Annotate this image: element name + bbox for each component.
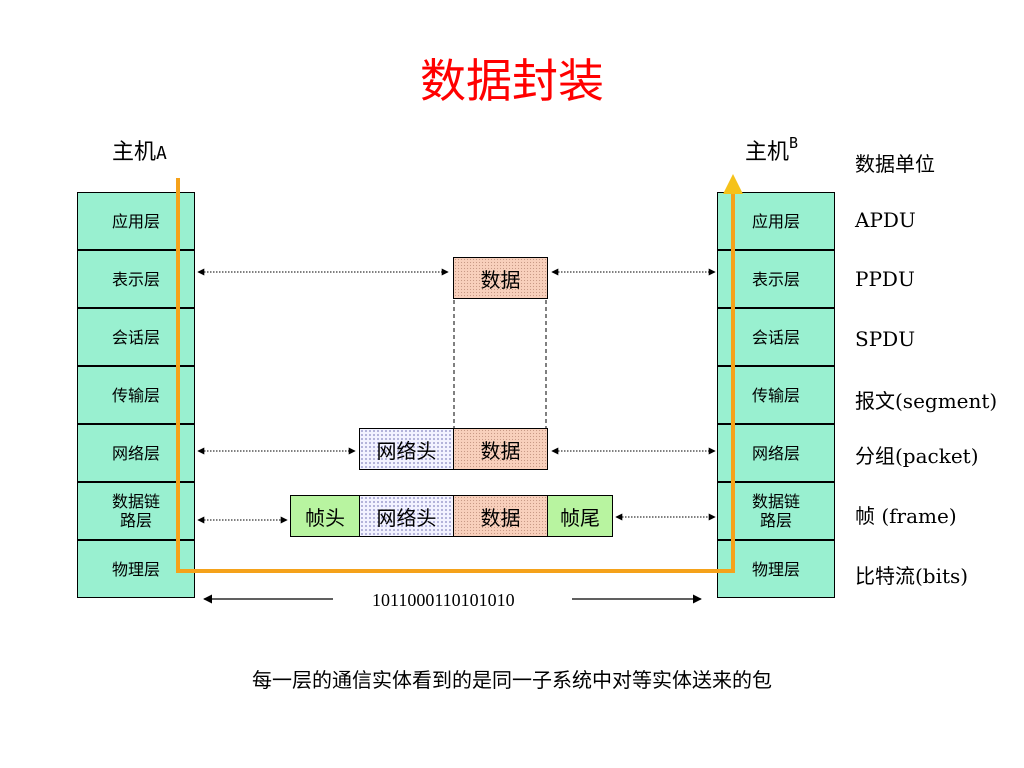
frame-trailer-box: 帧尾 (547, 495, 613, 537)
unit-packet: 分组(packet) (855, 444, 979, 468)
datalink-network-header-box: 网络头 (359, 495, 454, 537)
host-b-layer-datalink: 数据链 路层 (717, 482, 835, 540)
host-b-layer-transport: 传输层 (717, 366, 835, 424)
host-a-layer-session: 会话层 (77, 308, 195, 366)
network-data-box: 数据 (453, 428, 548, 470)
host-b-layer-session: 会话层 (717, 308, 835, 366)
unit-spdu: SPDU (855, 327, 916, 351)
host-b-text: 主机 (745, 140, 790, 165)
frame-header-box: 帧头 (290, 495, 360, 537)
host-a-stack: 应用层 表示层 会话层 传输层 网络层 数据链 路层 物理层 (77, 192, 195, 598)
host-b-layer-network: 网络层 (717, 424, 835, 482)
unit-bits: 比特流(bits) (855, 564, 969, 588)
data-path-line (176, 174, 743, 573)
unit-segment: 报文(segment) (855, 389, 998, 413)
caption: 每一层的通信实体看到的是同一子系统中对等实体送来的包 (252, 668, 772, 692)
host-b-layer-presentation: 表示层 (717, 250, 835, 308)
host-b-layer-physical: 物理层 (717, 540, 835, 598)
host-b-stack: 应用层 表示层 会话层 传输层 网络层 数据链 路层 物理层 (717, 192, 835, 598)
unit-frame: 帧 (frame) (855, 504, 957, 528)
presentation-data-box: 数据 (453, 257, 548, 299)
host-a-layer-application: 应用层 (77, 192, 195, 250)
host-a-layer-network: 网络层 (77, 424, 195, 482)
host-b-letter: B (789, 134, 799, 152)
datalink-data-box: 数据 (453, 495, 548, 537)
host-b-label: 主机B (745, 134, 798, 166)
host-a-layer-datalink: 数据链 路层 (77, 482, 195, 540)
host-a-layer-physical: 物理层 (77, 540, 195, 598)
host-a-text: 主机 (112, 140, 157, 165)
unit-apdu: APDU (855, 208, 916, 232)
host-a-letter: A (156, 143, 167, 164)
page-title: 数据封装 (420, 54, 604, 108)
host-a-layer-presentation: 表示层 (77, 250, 195, 308)
network-header-box: 网络头 (359, 428, 454, 470)
bits-label: 1011000110101010 (372, 590, 515, 610)
host-a-layer-transport: 传输层 (77, 366, 195, 424)
unit-ppdu: PPDU (855, 267, 915, 291)
units-header: 数据单位 (855, 152, 935, 176)
host-b-layer-application: 应用层 (717, 192, 835, 250)
host-a-label: 主机A (112, 134, 167, 166)
